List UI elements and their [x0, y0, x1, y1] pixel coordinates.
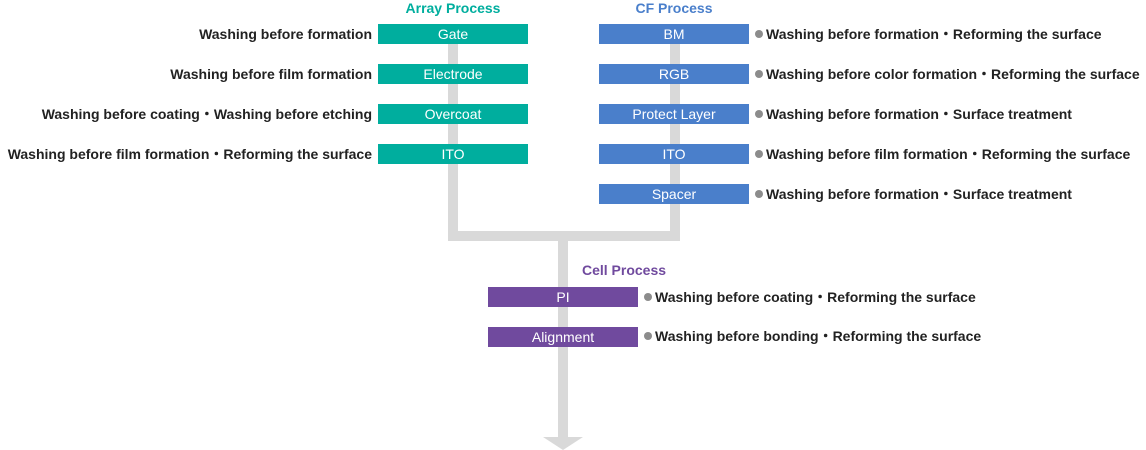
array-step-electrode: Electrode — [378, 64, 528, 84]
array-note-overcoat: Washing before coating・Washing before et… — [41, 106, 372, 122]
array-note-ito: Washing before film formation・Reforming … — [7, 146, 372, 162]
cell-step-pi: PI — [488, 287, 638, 307]
cf-note-rgb-text: Washing before color formation・Reforming… — [766, 66, 1140, 82]
cf-note-bm: Washing before formation・Reforming the s… — [755, 24, 1102, 44]
cell-step-alignment: Alignment — [488, 327, 638, 347]
cf-note-protect-layer-text: Washing before formation・Surface treatme… — [766, 106, 1072, 122]
cf-note-spacer: Washing before formation・Surface treatme… — [755, 184, 1072, 204]
cell-note-alignment: Washing before bonding・Reforming the sur… — [644, 326, 981, 346]
cf-step-rgb: RGB — [599, 64, 749, 84]
array-note-gate: Washing before formation — [199, 26, 372, 42]
cf-note-protect-layer: Washing before formation・Surface treatme… — [755, 104, 1072, 124]
cf-note-rgb: Washing before color formation・Reforming… — [755, 64, 1140, 84]
bullet-dot — [755, 70, 763, 78]
array-step-overcoat: Overcoat — [378, 104, 528, 124]
cell-note-pi: Washing before coating・Reforming the sur… — [644, 287, 976, 307]
cf-note-spacer-text: Washing before formation・Surface treatme… — [766, 186, 1072, 202]
flow-connector-lines — [448, 36, 680, 440]
flow-arrow-head — [543, 437, 583, 450]
cell-note-pi-text: Washing before coating・Reforming the sur… — [655, 289, 976, 305]
bullet-dot — [755, 150, 763, 158]
bullet-dot — [644, 293, 652, 301]
bullet-dot — [755, 110, 763, 118]
array-note-electrode: Washing before film formation — [170, 66, 372, 82]
bullet-dot — [644, 332, 652, 340]
cf-step-spacer: Spacer — [599, 184, 749, 204]
cf-process-title: CF Process — [635, 0, 713, 16]
bullet-dot — [755, 190, 763, 198]
cf-note-ito-text: Washing before film formation・Reforming … — [766, 146, 1131, 162]
cell-process-title: Cell Process — [581, 262, 667, 278]
cf-step-protect-layer: Protect Layer — [599, 104, 749, 124]
cell-note-alignment-text: Washing before bonding・Reforming the sur… — [655, 328, 982, 344]
cf-note-bm-text: Washing before formation・Reforming the s… — [766, 26, 1102, 42]
cf-step-ito: ITO — [599, 144, 749, 164]
array-step-ito: ITO — [378, 144, 528, 164]
cf-step-bm: BM — [599, 24, 749, 44]
bullet-dot — [755, 30, 763, 38]
array-process-title: Array Process — [405, 0, 501, 16]
array-step-gate: Gate — [378, 24, 528, 44]
cf-note-ito: Washing before film formation・Reforming … — [755, 144, 1130, 164]
